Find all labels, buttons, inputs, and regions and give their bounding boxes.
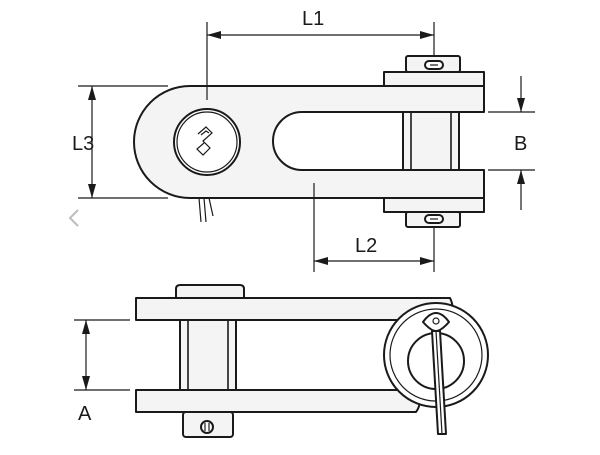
- spring-clip-icon: [196, 126, 213, 156]
- top-view: L1 L2 L3 B: [72, 8, 535, 272]
- dimension-label-l2: L2: [355, 235, 377, 257]
- clevis-pin-head-bottom: [383, 197, 485, 213]
- dimension-label-a: A: [78, 403, 92, 425]
- lower-plate: [135, 389, 421, 413]
- dimension-label-l3: L3: [72, 133, 94, 155]
- cross-hole-icon: [200, 420, 214, 434]
- split-pin-leg: [198, 197, 202, 223]
- clevis-pin-shank: [402, 111, 460, 171]
- dimension-label-b: B: [514, 133, 527, 155]
- side-view: A: [74, 284, 489, 438]
- swivel-pin-head-side: [175, 284, 245, 299]
- swivel-pin-head: [173, 108, 241, 176]
- clevis-pin-head-top: [383, 71, 485, 87]
- locking-ring: [422, 312, 450, 332]
- swivel-pin-body: [179, 319, 237, 391]
- dimension-label-l1: L1: [302, 8, 324, 30]
- chevron-left-icon: [68, 209, 79, 227]
